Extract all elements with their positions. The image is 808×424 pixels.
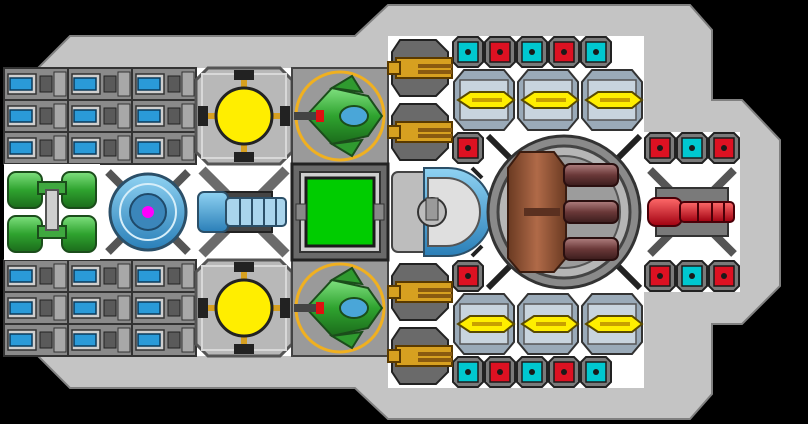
gold-autocannon-icon [387, 263, 453, 321]
reactor-core-icon [105, 169, 191, 255]
small-power-block-icon [580, 356, 612, 388]
battery-cell-icon [67, 67, 133, 101]
battery-bank [3, 67, 197, 357]
small-power-block-icon [452, 260, 484, 292]
yellow-missile-pod-icon [581, 293, 644, 355]
blue-thruster-icon [197, 166, 290, 258]
small-power-block-icon [644, 132, 676, 164]
missile-pod-group [453, 69, 644, 355]
yellow-generator-icon [194, 258, 294, 358]
small-power-block-icon [516, 36, 548, 68]
green-shield-panel-icon [290, 162, 390, 262]
cockpit-dome-icon [391, 166, 493, 258]
green-fighter-icon [291, 259, 389, 357]
battery-cell-icon [67, 259, 133, 293]
yellow-missile-pod-icon [453, 69, 516, 131]
battery-cell-icon [131, 99, 197, 133]
yellow-missile-pod-icon [517, 69, 580, 131]
small-power-block-icon [676, 132, 708, 164]
small-block-grid [452, 36, 740, 388]
small-power-block-icon [644, 260, 676, 292]
small-power-block-icon [708, 132, 740, 164]
battery-cell-icon [67, 323, 133, 357]
battery-cell-icon [131, 323, 197, 357]
green-fuel-tank-icon [4, 164, 100, 260]
small-power-block-icon [676, 260, 708, 292]
battery-cell-icon [3, 323, 69, 357]
small-power-block-icon [580, 36, 612, 68]
gold-autocannon-icon [387, 327, 453, 385]
battery-cell-icon [131, 67, 197, 101]
yellow-missile-pod-icon [453, 293, 516, 355]
yellow-missile-pod-icon [581, 69, 644, 131]
battery-cell-icon [67, 131, 133, 165]
battery-cell-icon [131, 291, 197, 325]
small-power-block-icon [452, 36, 484, 68]
green-fighter-icon [291, 67, 389, 165]
gold-autocannon-icon [387, 39, 453, 97]
small-power-block-icon [548, 356, 580, 388]
main-triple-barrel-turret-icon [485, 133, 643, 291]
yellow-generator-icon [194, 66, 294, 166]
small-power-block-icon [484, 356, 516, 388]
small-power-block-icon [708, 260, 740, 292]
red-laser-cannon-icon [647, 167, 737, 257]
small-power-block-icon [452, 356, 484, 388]
battery-cell-icon [3, 131, 69, 165]
battery-cell-icon [3, 291, 69, 325]
small-power-block-icon [452, 132, 484, 164]
small-power-block-icon [516, 356, 548, 388]
gold-autocannon-icon [387, 103, 453, 161]
battery-cell-icon [3, 259, 69, 293]
battery-cell-icon [131, 131, 197, 165]
battery-cell-icon [67, 291, 133, 325]
battery-cell-icon [67, 99, 133, 133]
battery-cell-icon [3, 67, 69, 101]
yellow-missile-pod-icon [517, 293, 580, 355]
small-power-block-icon [484, 36, 516, 68]
battery-cell-icon [131, 259, 197, 293]
battery-cell-icon [3, 99, 69, 133]
small-power-block-icon [548, 36, 580, 68]
